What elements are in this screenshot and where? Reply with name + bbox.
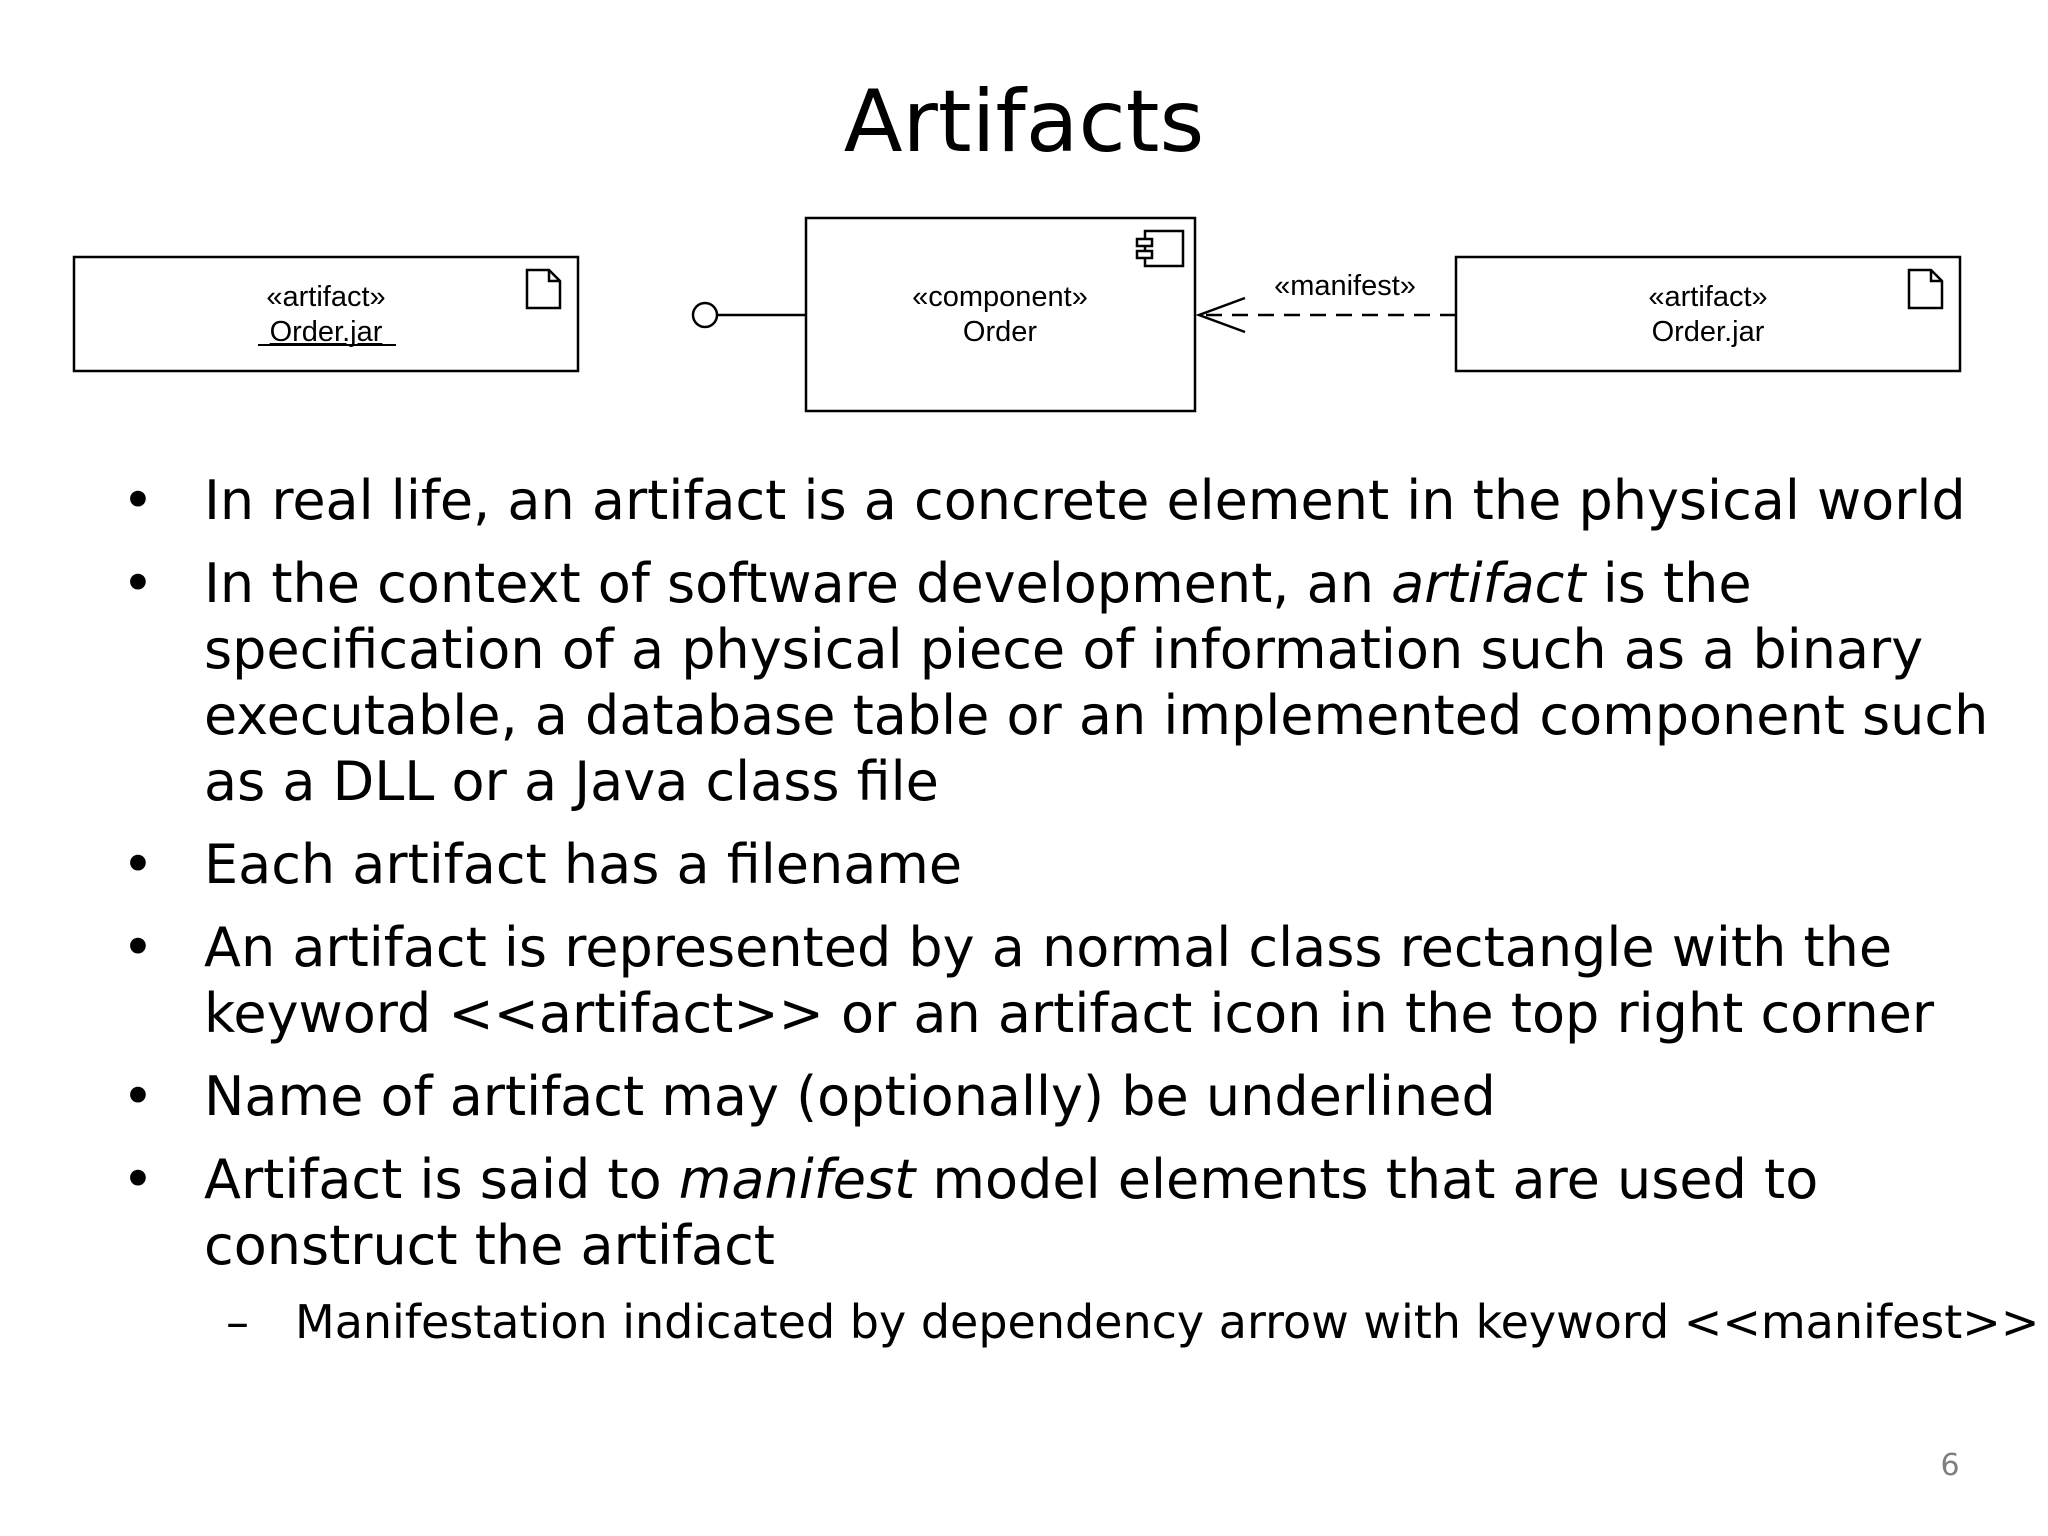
component-icon [1135,229,1185,268]
bullet-marker: • [122,552,154,615]
component-stereotype: «component» [912,281,1088,313]
bullet-marker: • [122,916,154,979]
right-artifact-box: «artifact» Order.jar [1454,255,1962,373]
uml-artifact-diagram: «artifact» Order.jar «component» Order «… [72,216,1962,413]
bullet-marker: • [122,1148,154,1211]
bullet-emphasis: manifest [678,1148,916,1211]
sub-bullet-item: – Manifestation indicated by dependency … [0,1294,2048,1350]
bullet-text-after: model elements that are used to construc… [204,1148,1819,1277]
bullet-item: • Artifact is said to manifest model ele… [0,1147,2048,1279]
left-artifact-stereotype: «artifact» [266,281,385,313]
right-artifact-name: Order.jar [1652,316,1765,348]
bullet-item: • In real life, an artifact is a concret… [0,468,2048,534]
manifest-dependency-arrow: «manifest» [1195,270,1456,334]
bullet-text: Name of artifact may (optionally) be und… [204,1065,1496,1128]
left-artifact-name: Order.jar [270,316,383,348]
left-artifact-box: «artifact» Order.jar [72,255,580,373]
bullet-text-before: In the context of software development, … [204,552,1392,615]
sub-bullet-text: Manifestation indicated by dependency ar… [295,1295,2040,1349]
bullet-emphasis: artifact [1391,552,1586,615]
slide-title: Artifacts [843,72,1205,172]
document-icon [1907,268,1944,310]
bullet-text: In real life, an artifact is a concrete … [204,469,1966,532]
bullet-marker: • [122,833,154,896]
bullet-item: • Name of artifact may (optionally) be u… [0,1064,2048,1130]
manifest-label: «manifest» [1274,270,1416,302]
bullet-text-before: Artifact is said to [204,1148,679,1211]
bullet-text: Each artifact has a filename [204,833,963,896]
bullet-text-after: is the specification of a physical piece… [204,552,1989,813]
bullet-marker: • [122,1065,154,1128]
sub-bullet-marker: – [226,1295,249,1349]
lollipop-interface-icon [691,301,806,329]
component-box: «component» Order [804,216,1197,413]
page-number: 6 [1940,1448,1960,1483]
document-icon [525,268,562,310]
right-artifact-stereotype: «artifact» [1648,281,1767,313]
bullet-text: An artifact is represented by a normal c… [204,916,1935,1045]
bullet-item: • Each artifact has a filename [0,832,2048,898]
bullet-item: • An artifact is represented by a normal… [0,915,2048,1047]
bullet-list: • In real life, an artifact is a concret… [0,468,2048,1350]
bullet-marker: • [122,469,154,532]
component-name: Order [963,316,1037,348]
bullet-item: • In the context of software development… [0,551,2048,815]
